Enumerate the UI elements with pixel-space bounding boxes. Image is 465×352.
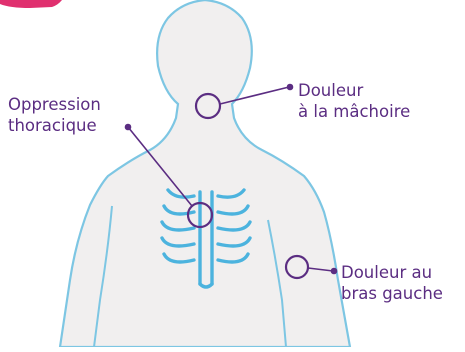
chest-callout-dot — [125, 124, 132, 131]
top-accent-fragment — [0, 0, 62, 8]
arm-pain-label: Douleur au bras gauche — [341, 262, 443, 304]
chest-pain-label: Oppression thoracique — [8, 94, 101, 136]
jaw-pain-label: Douleur à la mâchoire — [298, 80, 410, 122]
jaw-callout-dot — [287, 84, 294, 91]
arm-callout-dot — [331, 268, 338, 275]
human-torso-silhouette — [60, 0, 350, 347]
chest-pain-label-line1: Oppression — [8, 94, 101, 115]
jaw-pain-label-line1: Douleur — [298, 80, 410, 101]
jaw-pain-label-line2: à la mâchoire — [298, 101, 410, 122]
arm-pain-label-line1: Douleur au — [341, 262, 443, 283]
chest-pain-label-line2: thoracique — [8, 115, 101, 136]
arm-pain-label-line2: bras gauche — [341, 283, 443, 304]
